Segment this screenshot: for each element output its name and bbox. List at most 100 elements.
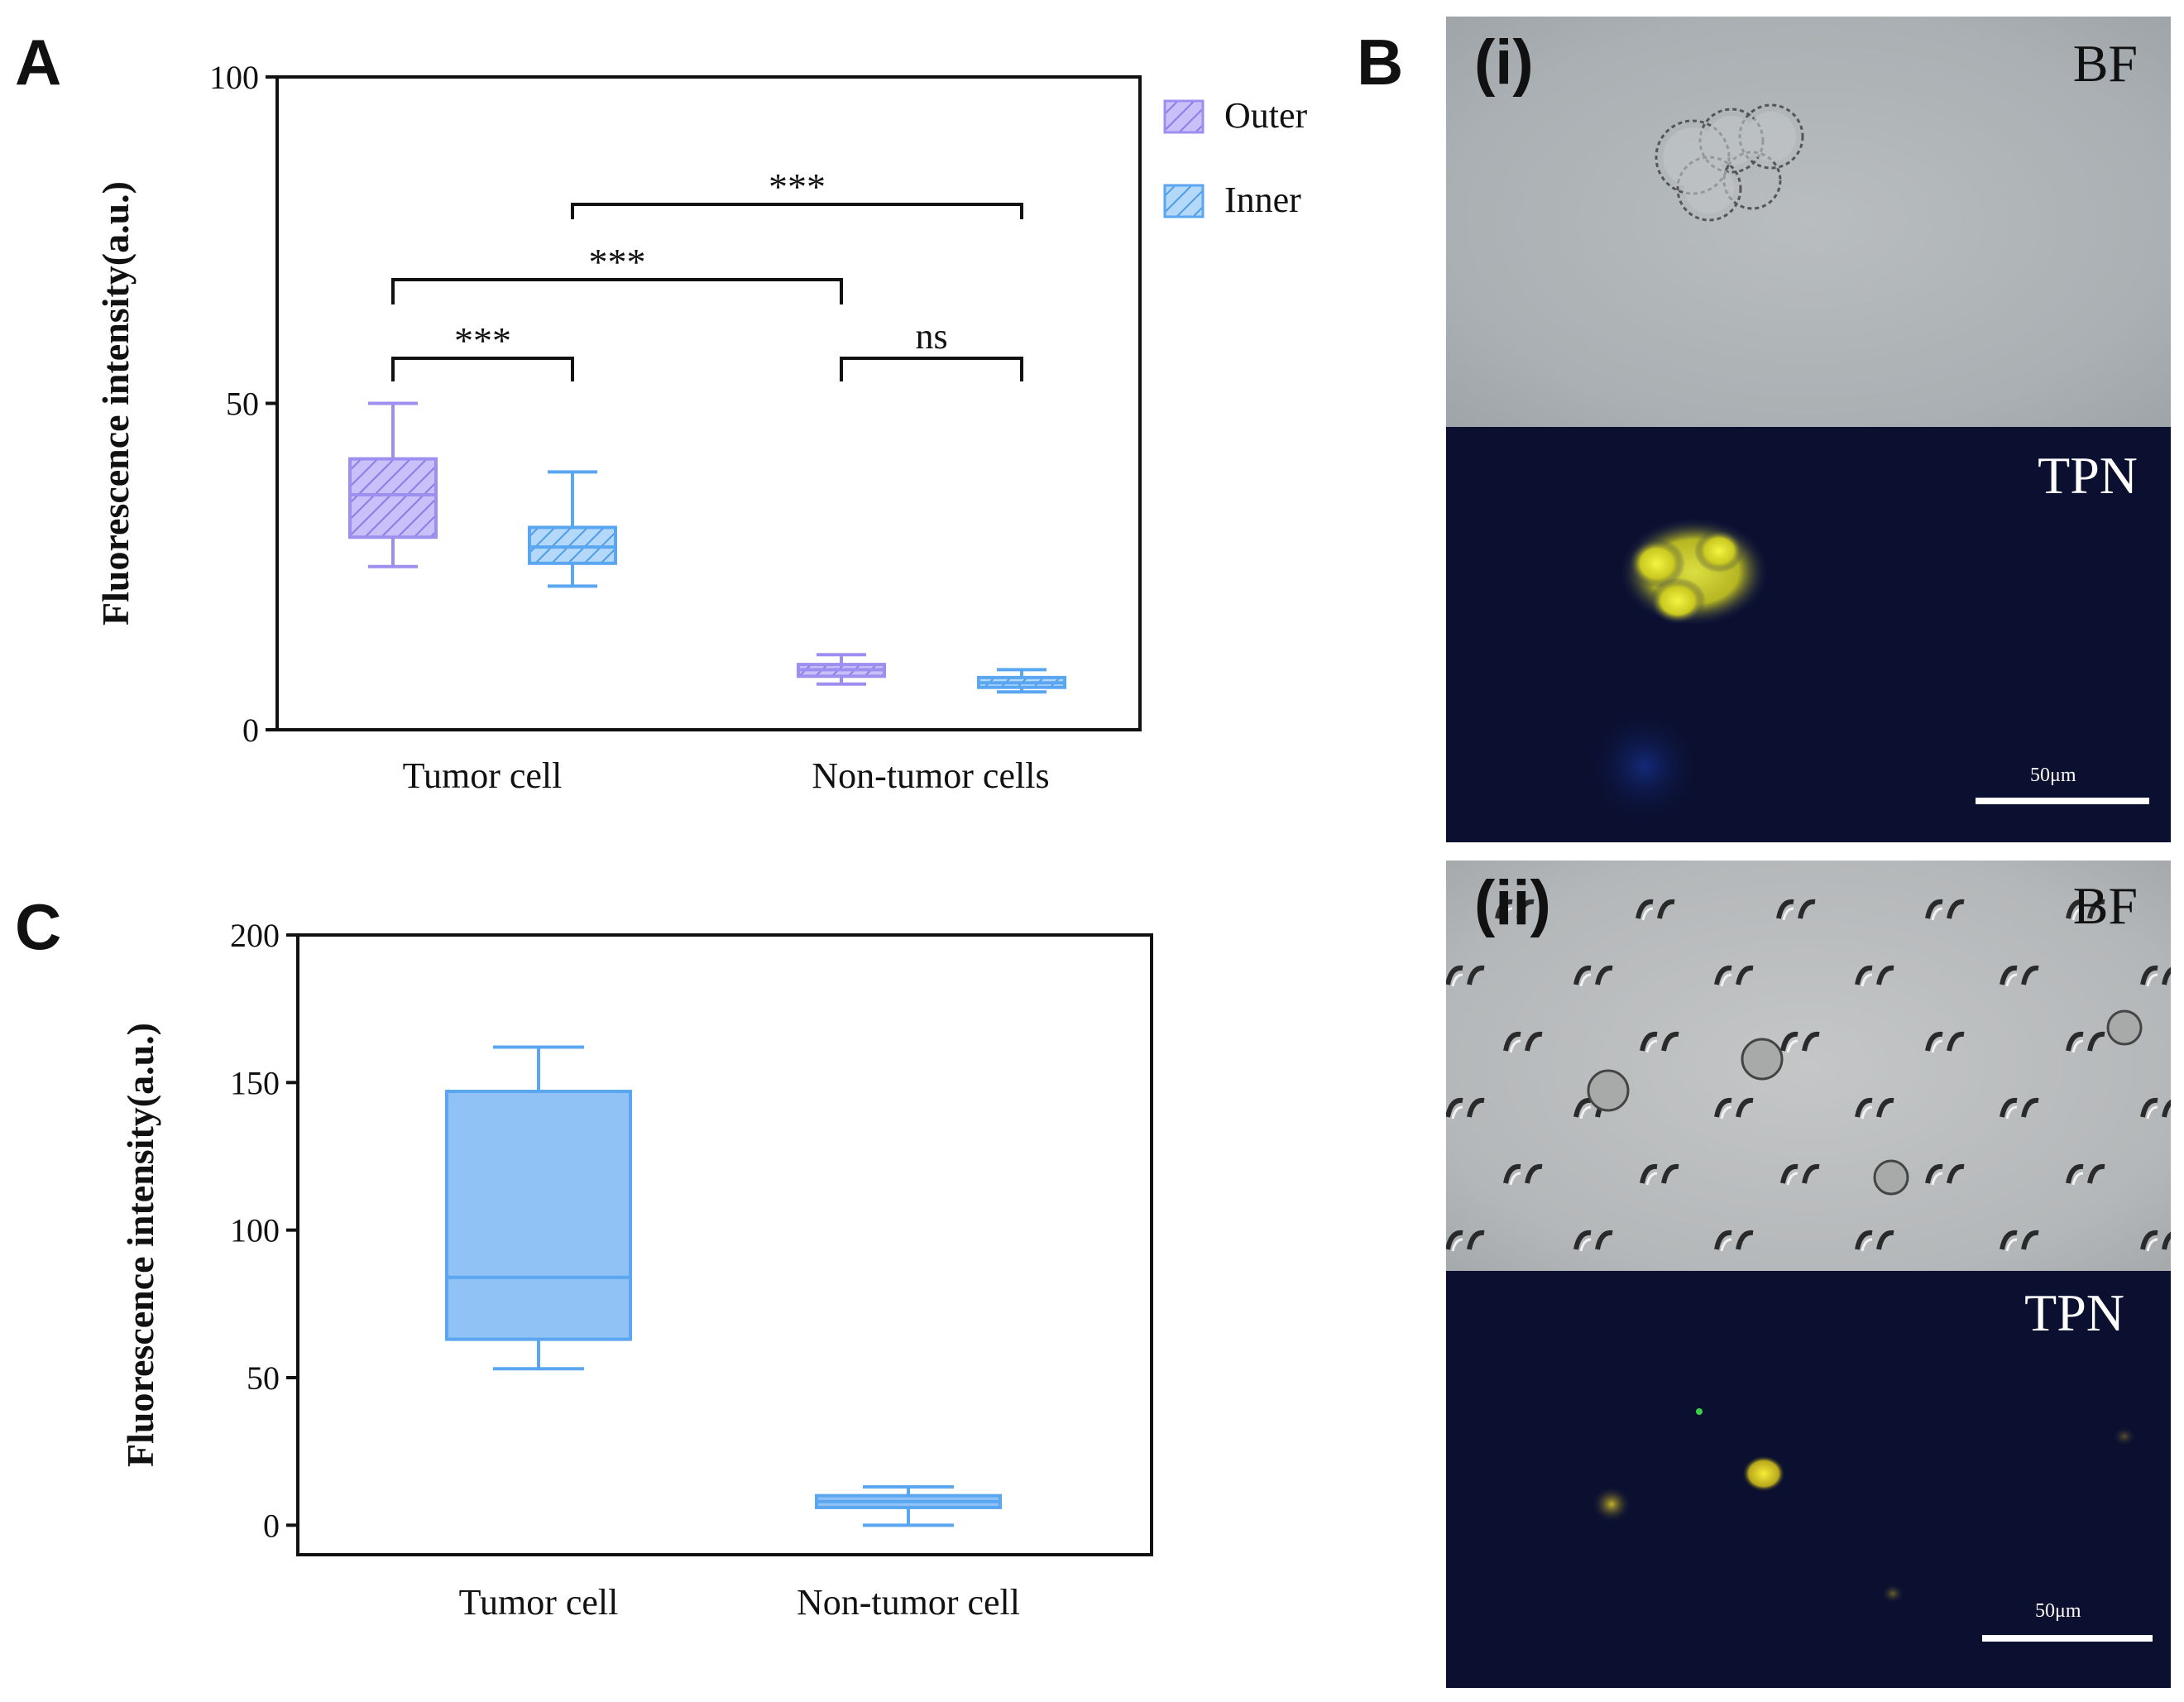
trap-post xyxy=(1467,1230,1485,1250)
trap-post xyxy=(2087,899,2105,919)
trap-highlight xyxy=(1931,1039,1943,1053)
trap-post xyxy=(2066,1163,2084,1184)
trap-highlight xyxy=(1786,1039,1798,1053)
panel-letter-c: C xyxy=(15,890,62,963)
micrograph-tag-i: (i) xyxy=(1474,27,1534,98)
panel-letter-a: A xyxy=(15,26,62,98)
trap-post xyxy=(1714,1230,1732,1250)
trap-post xyxy=(1776,899,1794,919)
trap-highlight xyxy=(1451,973,1463,987)
trap-post xyxy=(2087,1031,2105,1052)
trap-post xyxy=(1467,1097,1485,1118)
y-tick-label: 150 xyxy=(230,1064,280,1101)
trap-post xyxy=(1446,965,1463,985)
legend-label: Inner xyxy=(1224,180,1301,220)
trap-post xyxy=(1798,899,1816,919)
y-tick-label: 200 xyxy=(230,917,280,954)
trap-post xyxy=(2000,1097,2018,1118)
trap-post xyxy=(1446,1097,1463,1118)
plot-frame xyxy=(296,933,1153,1556)
trap-post xyxy=(1947,1031,1965,1052)
trap-highlight xyxy=(2071,1172,2084,1186)
trap-post xyxy=(1925,1031,1943,1052)
bf-microwell-array xyxy=(1446,899,2171,1252)
trap-post xyxy=(2066,1031,2084,1052)
significance-label: *** xyxy=(769,165,826,208)
trap-highlight xyxy=(2071,1039,2084,1053)
trap-highlight xyxy=(2005,1105,2018,1119)
trap-post xyxy=(2000,1230,2018,1250)
trap-post xyxy=(1525,1031,1543,1052)
trap-post xyxy=(1947,899,1965,919)
trap-post xyxy=(1573,1097,1592,1118)
scale-text-i: 50μm xyxy=(2030,765,2076,786)
trap-post xyxy=(2021,965,2039,985)
trap-post xyxy=(1446,1230,1463,1250)
trap-highlight xyxy=(1645,1039,1658,1053)
trap-post xyxy=(2140,1230,2158,1250)
y-tick-label: 50 xyxy=(247,1359,280,1397)
trap-highlight xyxy=(2146,973,2158,987)
significance-label: ns xyxy=(915,316,947,357)
trap-post xyxy=(1636,899,1654,919)
significance-bracket xyxy=(840,357,1023,381)
micrograph-i-bf: (i) BF xyxy=(1446,17,2171,427)
trap-post xyxy=(1780,1163,1798,1184)
trap-post xyxy=(2000,965,2018,985)
trap-post xyxy=(1595,965,1613,985)
trap-post xyxy=(2162,966,2171,985)
trap-post xyxy=(1876,1230,1894,1250)
trap-highlight xyxy=(1641,907,1654,921)
panel-letter-b: B xyxy=(1357,26,1404,98)
trap-post xyxy=(1802,1031,1820,1052)
trap-post xyxy=(1573,1230,1592,1250)
trap-post xyxy=(1640,1163,1658,1184)
trap-highlight xyxy=(1579,973,1592,987)
legend-swatch xyxy=(1163,99,1205,134)
bf-label-i: BF xyxy=(2072,34,2138,93)
trap-highlight xyxy=(1861,1238,1873,1252)
trap-post xyxy=(1736,965,1754,985)
trap-post xyxy=(1595,1230,1613,1250)
trap-post xyxy=(1780,1031,1798,1052)
trap-highlight xyxy=(2005,1238,2018,1252)
significance-bracket xyxy=(391,357,574,381)
trap-highlight xyxy=(1451,1238,1463,1252)
micrograph-i-tpn: TPN 50μm xyxy=(1446,427,2171,842)
trap-highlight xyxy=(1720,973,1732,987)
trap-post xyxy=(1925,1163,1943,1184)
legend-label: Outer xyxy=(1224,95,1308,136)
micrograph-ii-tpn: TPN 50μm xyxy=(1446,1271,2171,1688)
y-axis-label: Fluorescence intensity(a.u.) xyxy=(119,1023,161,1467)
y-tick-label: 0 xyxy=(263,1507,280,1544)
trap-post xyxy=(1661,1031,1679,1052)
tpn-label-ii: TPN xyxy=(2024,1283,2124,1342)
trap-post xyxy=(1657,899,1675,919)
trap-highlight xyxy=(1451,1105,1463,1119)
trap-post xyxy=(2140,965,2158,985)
trap-post xyxy=(2066,899,2084,919)
trap-highlight xyxy=(1931,1172,1943,1186)
trap-post xyxy=(1573,965,1592,985)
scale-bar-i xyxy=(1976,798,2149,804)
significance-bracket xyxy=(391,278,843,304)
trap-highlight xyxy=(1782,907,1794,921)
trap-highlight xyxy=(1720,1238,1732,1252)
trap-post xyxy=(2087,1163,2105,1184)
trap-post xyxy=(1714,1097,1732,1118)
tpn-fluorescent-cells xyxy=(1592,1408,2136,1604)
legend-swatch xyxy=(1163,184,1205,218)
trap-highlight xyxy=(2005,973,2018,987)
trap-post xyxy=(2140,1097,2158,1118)
significance-label: *** xyxy=(454,319,511,362)
trap-post xyxy=(1736,1097,1754,1118)
trap-post xyxy=(1736,1230,1754,1250)
trap-post xyxy=(1855,1230,1873,1250)
trap-post xyxy=(2021,1230,2039,1250)
y-tick-label: 100 xyxy=(209,59,259,96)
trap-highlight xyxy=(1579,1105,1592,1119)
box-outer xyxy=(348,457,438,539)
trap-post xyxy=(2162,1099,2171,1118)
y-tick-label: 0 xyxy=(242,712,259,749)
